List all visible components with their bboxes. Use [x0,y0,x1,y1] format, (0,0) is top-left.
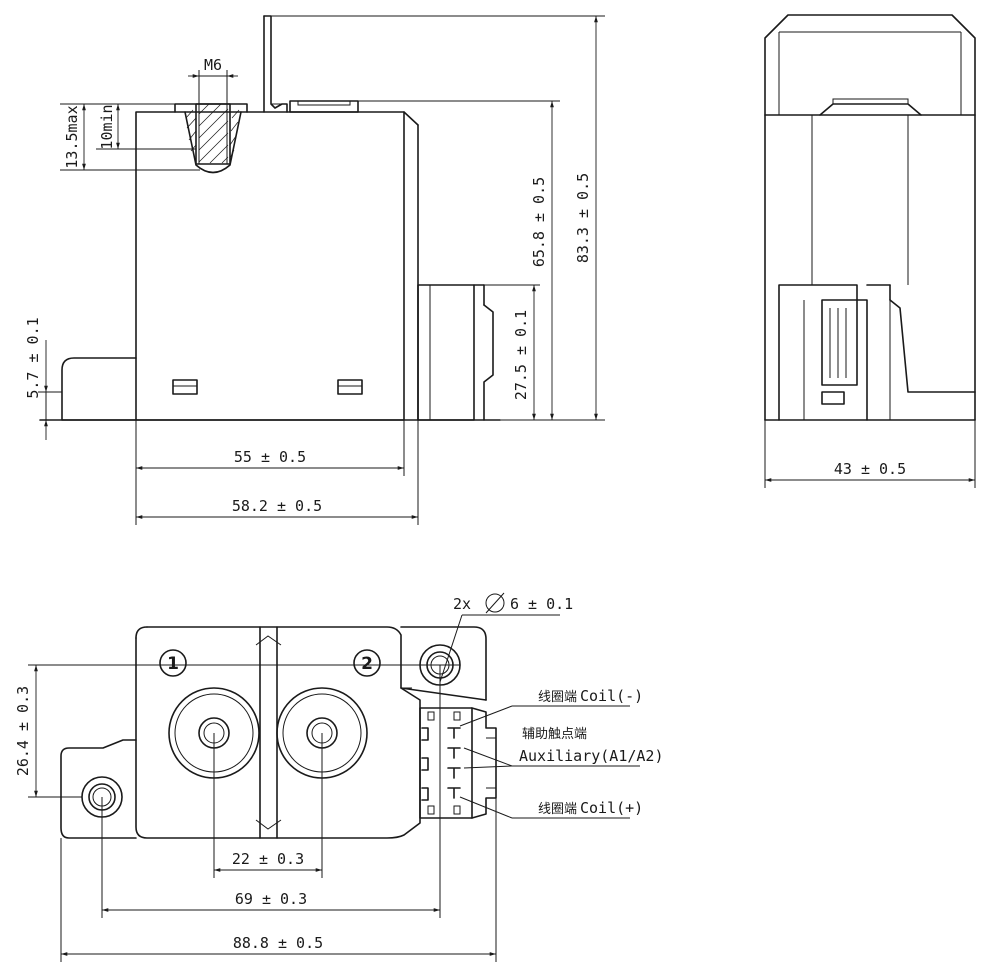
dim-height-total: 83.3 ± 0.5 [574,173,592,263]
dim-height-terminal: 65.8 ± 0.5 [530,177,548,267]
terminal-2-label: 2 [361,654,373,674]
diameter-icon [485,592,505,614]
side-outline [764,14,976,421]
dim-terminal-pitch: 22 ± 0.3 [232,850,304,868]
dim-length-overall: 88.8 ± 0.5 [233,934,323,952]
dim-height-connector: 27.5 ± 0.1 [512,310,530,400]
latch-window-right [337,379,363,395]
dim-width-overall: 58.2 ± 0.5 [232,497,322,515]
callout-coil-pos-en: Coil(+) [580,799,643,817]
terminal-2-marker [353,649,381,677]
front-body [135,111,405,421]
callout-coil-pos-cn: 线圈端 [538,802,577,817]
dim-depth-side: 43 ± 0.5 [834,460,906,478]
left-flange [61,357,137,421]
callout-coil-neg-en: Coil(-) [580,687,643,705]
top-outline [60,626,421,839]
terminal-tab [263,15,288,113]
terminal-1-marker [159,649,187,677]
terminal-1-label: 1 [167,654,179,674]
front-connector [417,284,475,421]
front-view: M6 13.5max 10min 83.3 ± 0.5 65.8 ± 0.5 2… [24,15,605,525]
top-view: 1 2 [14,592,664,962]
side-view: 43 ± 0.5 [764,14,976,488]
callout-coil-neg-cn: 线圈端 [538,690,577,705]
dim-height-flange: 5.7 ± 0.1 [24,317,42,398]
dim-hole-dia: 6 ± 0.1 [510,595,573,613]
front-stud-right [289,100,359,113]
side-connector [778,284,868,421]
dim-depth-min: 10min [98,104,116,149]
dim-vertical-holes: 26.4 ± 0.3 [14,686,32,776]
dim-width-body: 55 ± 0.5 [234,448,306,466]
dim-depth-max: 13.5max [63,105,81,168]
top-connector [419,707,497,819]
latch-window-left [172,379,198,395]
callout-aux-cn: 辅助触点端 [522,727,587,742]
dim-thread: M6 [204,56,222,74]
dim-hole-count: 2x [453,595,471,613]
thread-insert-section [174,103,248,174]
dim-mount-pitch: 69 ± 0.3 [235,890,307,908]
callout-aux-en: Auxiliary(A1/A2) [519,747,664,765]
